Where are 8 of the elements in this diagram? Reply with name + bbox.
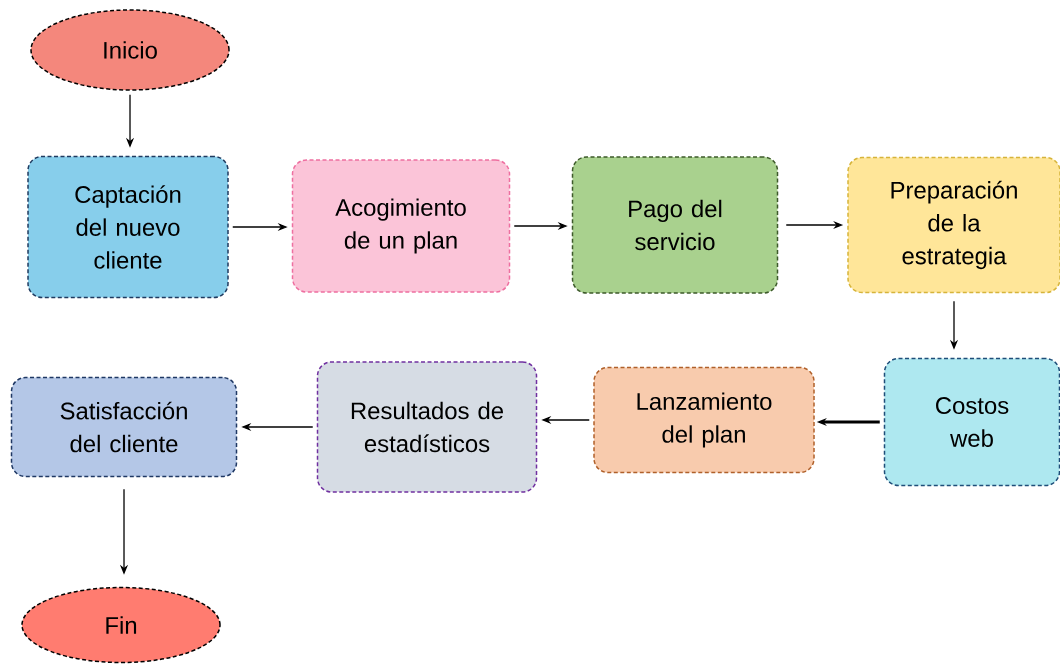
process-box: Captación del nuevo cliente xyxy=(27,155,229,299)
process-box: Satisfacción del cliente xyxy=(10,376,238,478)
process-box: Preparación de la estrategia xyxy=(847,156,1060,294)
process-box: Pago del servicio xyxy=(571,156,779,294)
process-box: Costos web xyxy=(883,357,1060,487)
process-box: Acogimiento de un plan xyxy=(291,159,511,293)
process-box: Lanzamiento del plan xyxy=(593,366,815,474)
process-box: Resultados de estadísticos xyxy=(316,361,538,493)
